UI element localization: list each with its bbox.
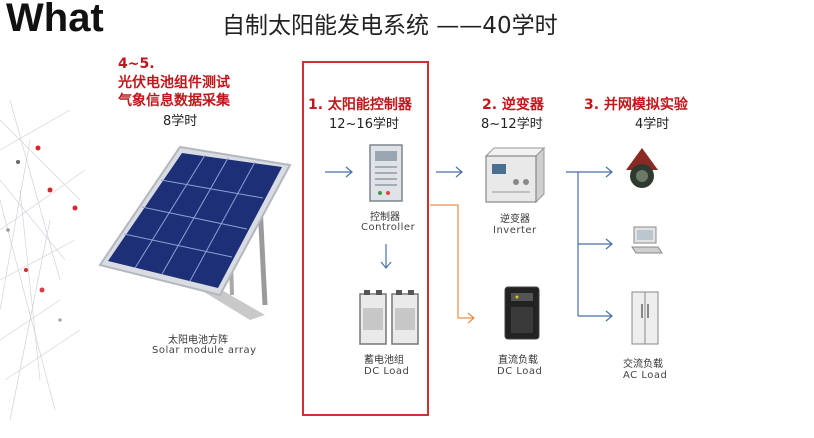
solar-array-caption-en: Solar module array <box>152 345 257 356</box>
controller-caption-en: Controller <box>361 222 416 233</box>
inverter-icon <box>484 146 546 204</box>
battery-caption-cn: 蓄电池组 <box>364 355 404 366</box>
ac-load-caption-cn: 交流负载 <box>623 359 663 370</box>
controller-icon <box>369 144 403 202</box>
grid-stage-hours: 4学时 <box>635 117 670 132</box>
arrow-solar-to-controller <box>325 166 353 178</box>
module-stage-line2: 气象信息数据采集 <box>118 93 230 109</box>
arrow-controller-to-dc-load <box>430 204 475 324</box>
solar-panel-icon <box>98 145 292 320</box>
grid-stage-label: 3. 并网模拟实验 <box>584 97 688 113</box>
controller-stage-hours: 12~16学时 <box>329 117 399 132</box>
dc-load-caption-en: DC Load <box>497 366 543 377</box>
inverter-caption-cn: 逆变器 <box>500 214 530 225</box>
arrow-to-ac-load <box>578 310 613 322</box>
module-stage-hours: 8学时 <box>163 114 198 129</box>
dc-load-caption-cn: 直流负载 <box>498 355 538 366</box>
module-stage-number: 4~5. <box>118 56 155 72</box>
arrow-to-computer <box>578 238 613 250</box>
controller-highlight-box <box>302 61 429 416</box>
arrow-inverter-to-grid <box>566 166 613 178</box>
module-stage-line1: 光伏电池组件测试 <box>118 75 230 91</box>
controller-caption-cn: 控制器 <box>370 212 400 223</box>
arrow-controller-to-inverter <box>436 166 463 178</box>
grid-tower-icon <box>626 148 658 188</box>
refrigerator-icon <box>631 291 659 345</box>
ac-load-caption-en: AC Load <box>623 370 668 381</box>
solar-array-caption-cn: 太阳电池方阵 <box>168 335 228 346</box>
inverter-stage-hours: 8~12学时 <box>481 117 543 132</box>
battery-bank-icon <box>359 290 419 345</box>
inverter-stage-label: 2. 逆变器 <box>482 97 544 113</box>
what-heading: What <box>6 0 104 40</box>
battery-caption-en: DC Load <box>364 366 410 377</box>
network-decoration <box>0 99 86 421</box>
inverter-caption-en: Inverter <box>493 225 537 236</box>
controller-stage-label: 1. 太阳能控制器 <box>308 97 412 113</box>
arrow-controller-to-battery <box>380 244 392 269</box>
page-title: 自制太阳能发电系统 ——40学时 <box>222 13 558 39</box>
computer-icon <box>631 226 663 254</box>
dc-load-icon <box>504 286 540 340</box>
